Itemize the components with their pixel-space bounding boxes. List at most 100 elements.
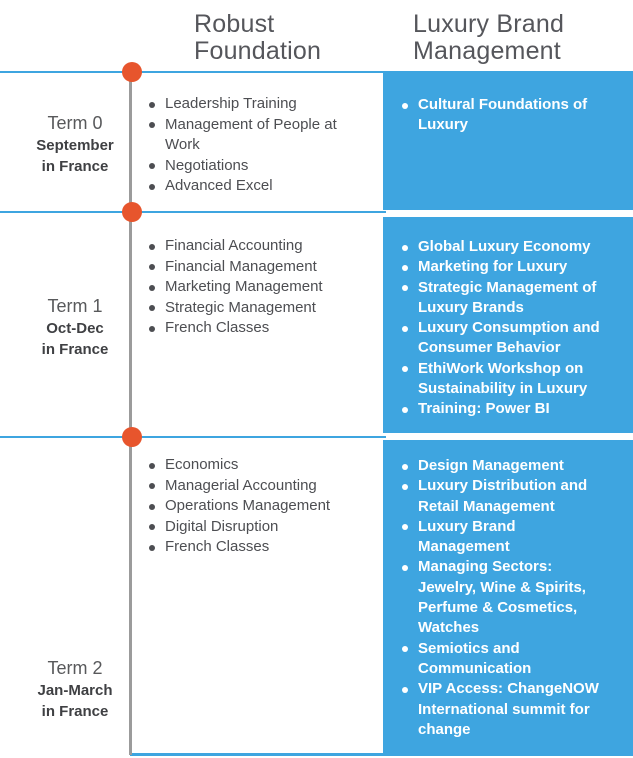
- bullet-icon: [149, 524, 155, 530]
- bullet-icon: [402, 406, 408, 413]
- term-dates: Oct-Dec: [46, 320, 104, 337]
- bullet-icon: [402, 564, 408, 571]
- course-item: Design Management: [401, 456, 605, 476]
- bullet-icon: [402, 244, 408, 251]
- course-item: Luxury Consumption and Consumer Behavior: [401, 318, 605, 359]
- course-item: VIP Access: ChangeNOW International summ…: [401, 679, 605, 740]
- bullet-icon: [149, 163, 155, 169]
- section-divider-top: [0, 71, 633, 73]
- course-item: Management of People at Work: [148, 115, 355, 156]
- term-location: in France: [41, 703, 109, 720]
- course-item: Leadership Training: [148, 94, 355, 115]
- bullet-icon: [149, 243, 155, 250]
- timeline-dot-icon: [122, 62, 142, 82]
- course-item: Strategic Management: [148, 298, 355, 319]
- course-label: Global Luxury Economy: [418, 238, 591, 255]
- timeline-dot-icon: [122, 427, 142, 447]
- course-label: Design Management: [418, 457, 564, 474]
- course-label: VIP Access: ChangeNOW International summ…: [418, 680, 599, 738]
- course-item: Strategic Management of Luxury Brands: [401, 278, 605, 319]
- section-divider-term1: [0, 211, 386, 213]
- course-label: French Classes: [165, 319, 270, 336]
- course-item: Advanced Excel: [148, 176, 355, 197]
- term-location: in France: [41, 158, 109, 175]
- bullet-icon: [149, 503, 155, 510]
- course-label: Financial Accounting: [165, 237, 303, 254]
- course-item: Managerial Accounting: [148, 476, 355, 497]
- course-item: Economics: [148, 455, 355, 476]
- bullet-icon: [402, 366, 408, 373]
- course-label: Luxury Consumption and Consumer Behavior: [418, 319, 600, 357]
- course-item: Financial Management: [148, 257, 355, 278]
- course-item: French Classes: [148, 537, 355, 558]
- course-label: EthiWork Workshop on Sustainability in L…: [418, 359, 588, 398]
- course-item: EthiWork Workshop on Sustainability in L…: [401, 359, 605, 400]
- section-divider-bottom: [130, 753, 633, 756]
- course-item: Managing Sectors: Jewelry, Wine & Spirit…: [401, 557, 605, 638]
- course-item: French Classes: [148, 318, 355, 339]
- course-label: Managerial Accounting: [165, 476, 317, 494]
- column-header-foundation: Robust Foundation: [194, 10, 322, 65]
- bullet-icon: [149, 264, 155, 270]
- bullet-icon: [402, 285, 408, 292]
- section-divider-term2: [0, 436, 386, 438]
- bullet-icon: [402, 102, 408, 109]
- course-label: Luxury Distribution and Retail Managemen…: [418, 477, 588, 515]
- term-dates: Jan-March: [37, 682, 113, 699]
- luxury-course-list-term0: Cultural Foundations of Luxury: [383, 72, 633, 136]
- course-label: Management of People at Work: [165, 115, 337, 154]
- course-item: Training: Power BI: [401, 399, 605, 419]
- course-label: Cultural Foundations of Luxury: [418, 96, 588, 134]
- course-item: Luxury Distribution and Retail Managemen…: [401, 476, 605, 517]
- bullet-icon: [149, 462, 155, 469]
- course-label: Luxury Brand Management: [418, 517, 516, 556]
- bullet-icon: [402, 524, 408, 531]
- course-label: Semiotics and Communication: [418, 639, 532, 677]
- bullet-icon: [149, 183, 155, 190]
- course-label: Training: Power BI: [418, 400, 550, 418]
- bullet-icon: [149, 544, 155, 551]
- bullet-icon: [402, 463, 408, 470]
- course-label: Advanced Excel: [165, 177, 273, 194]
- bullet-icon: [402, 325, 408, 332]
- course-item: Negotiations: [148, 156, 355, 177]
- course-item: Operations Management: [148, 496, 355, 517]
- course-label: Financial Management: [165, 257, 317, 275]
- term-name: Term 2: [47, 658, 103, 678]
- bullet-icon: [149, 325, 155, 332]
- bullet-icon: [149, 284, 155, 291]
- timeline-line: [129, 72, 132, 755]
- term-label-0: Term 0 September in France: [0, 112, 150, 177]
- course-label: French Classes: [165, 538, 270, 555]
- column-header-luxury: Luxury Brand Management: [413, 10, 565, 65]
- course-item: Marketing Management: [148, 277, 355, 298]
- term-name: Term 1: [47, 296, 103, 316]
- course-label: Digital Disruption: [165, 517, 279, 535]
- course-item: Luxury Brand Management: [401, 517, 605, 558]
- course-label: Managing Sectors: Jewelry, Wine & Spirit…: [418, 558, 586, 637]
- course-label: Operations Management: [165, 497, 331, 514]
- course-label: Economics: [165, 456, 239, 473]
- course-item: Digital Disruption: [148, 517, 355, 538]
- course-label: Negotiations: [165, 156, 249, 174]
- bullet-icon: [402, 686, 408, 693]
- bullet-icon: [149, 101, 155, 108]
- course-item: Cultural Foundations of Luxury: [401, 95, 605, 136]
- course-item: Semiotics and Communication: [401, 639, 605, 680]
- term-name: Term 0: [47, 113, 103, 133]
- course-label: Strategic Management: [165, 298, 316, 316]
- bullet-icon: [402, 646, 408, 653]
- bullet-icon: [149, 483, 155, 489]
- course-item: Global Luxury Economy: [401, 237, 605, 257]
- course-label: Marketing for Luxury: [418, 258, 568, 276]
- bullet-icon: [402, 264, 408, 271]
- bullet-icon: [402, 483, 408, 490]
- term-dates: September: [36, 137, 114, 154]
